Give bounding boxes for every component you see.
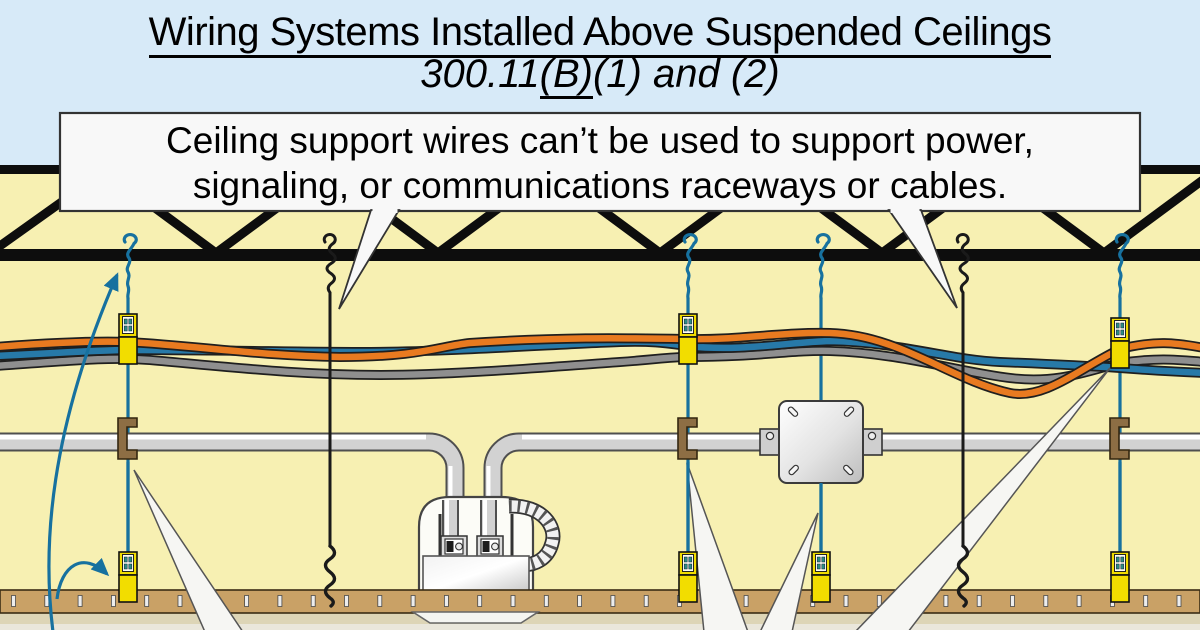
grid-slot-marks (11, 595, 1182, 607)
support-wire-black-2 (955, 232, 970, 608)
arrow-to-top-hook (47, 272, 119, 630)
fixture-lens-trim (410, 611, 541, 624)
code-underlined: (B) (539, 52, 593, 99)
pointer-arrows (47, 272, 119, 630)
title-text: Wiring Systems Installed Above Suspended… (148, 10, 1052, 58)
lower-callout-pointers (133, 367, 1111, 630)
code-reference: 300.11(B)(1) and (2) (0, 52, 1200, 99)
cable-clip-2 (678, 313, 698, 365)
code-prefix: 300.11 (420, 52, 540, 96)
support-wire-black-1 (322, 232, 337, 608)
cable-orange (0, 329, 1200, 398)
cable-clip-3 (1110, 317, 1130, 369)
callout-text: Ceiling support wires can’t be used to s… (62, 118, 1138, 208)
cable-bundle (0, 327, 1200, 399)
ceiling-clip-2 (678, 551, 698, 603)
code-suffix: (1) and (2) (592, 52, 780, 96)
callout-bubble (58, 111, 1142, 310)
ceiling-clip-4 (1110, 551, 1130, 603)
recessed-fixture (417, 495, 561, 595)
cable-clip-1 (118, 313, 138, 365)
callout-line-2: signaling, or communications raceways or… (192, 165, 1008, 206)
junction-box (759, 400, 883, 484)
ceiling-clip-1 (118, 551, 138, 603)
callout-line-1: Ceiling support wires can’t be used to s… (166, 120, 1034, 161)
arrow-to-ceiling-clip (55, 557, 110, 600)
page-title: Wiring Systems Installed Above Suspended… (0, 10, 1200, 58)
ceiling-clip-3 (811, 551, 831, 603)
ceiling-grid (0, 589, 1200, 630)
